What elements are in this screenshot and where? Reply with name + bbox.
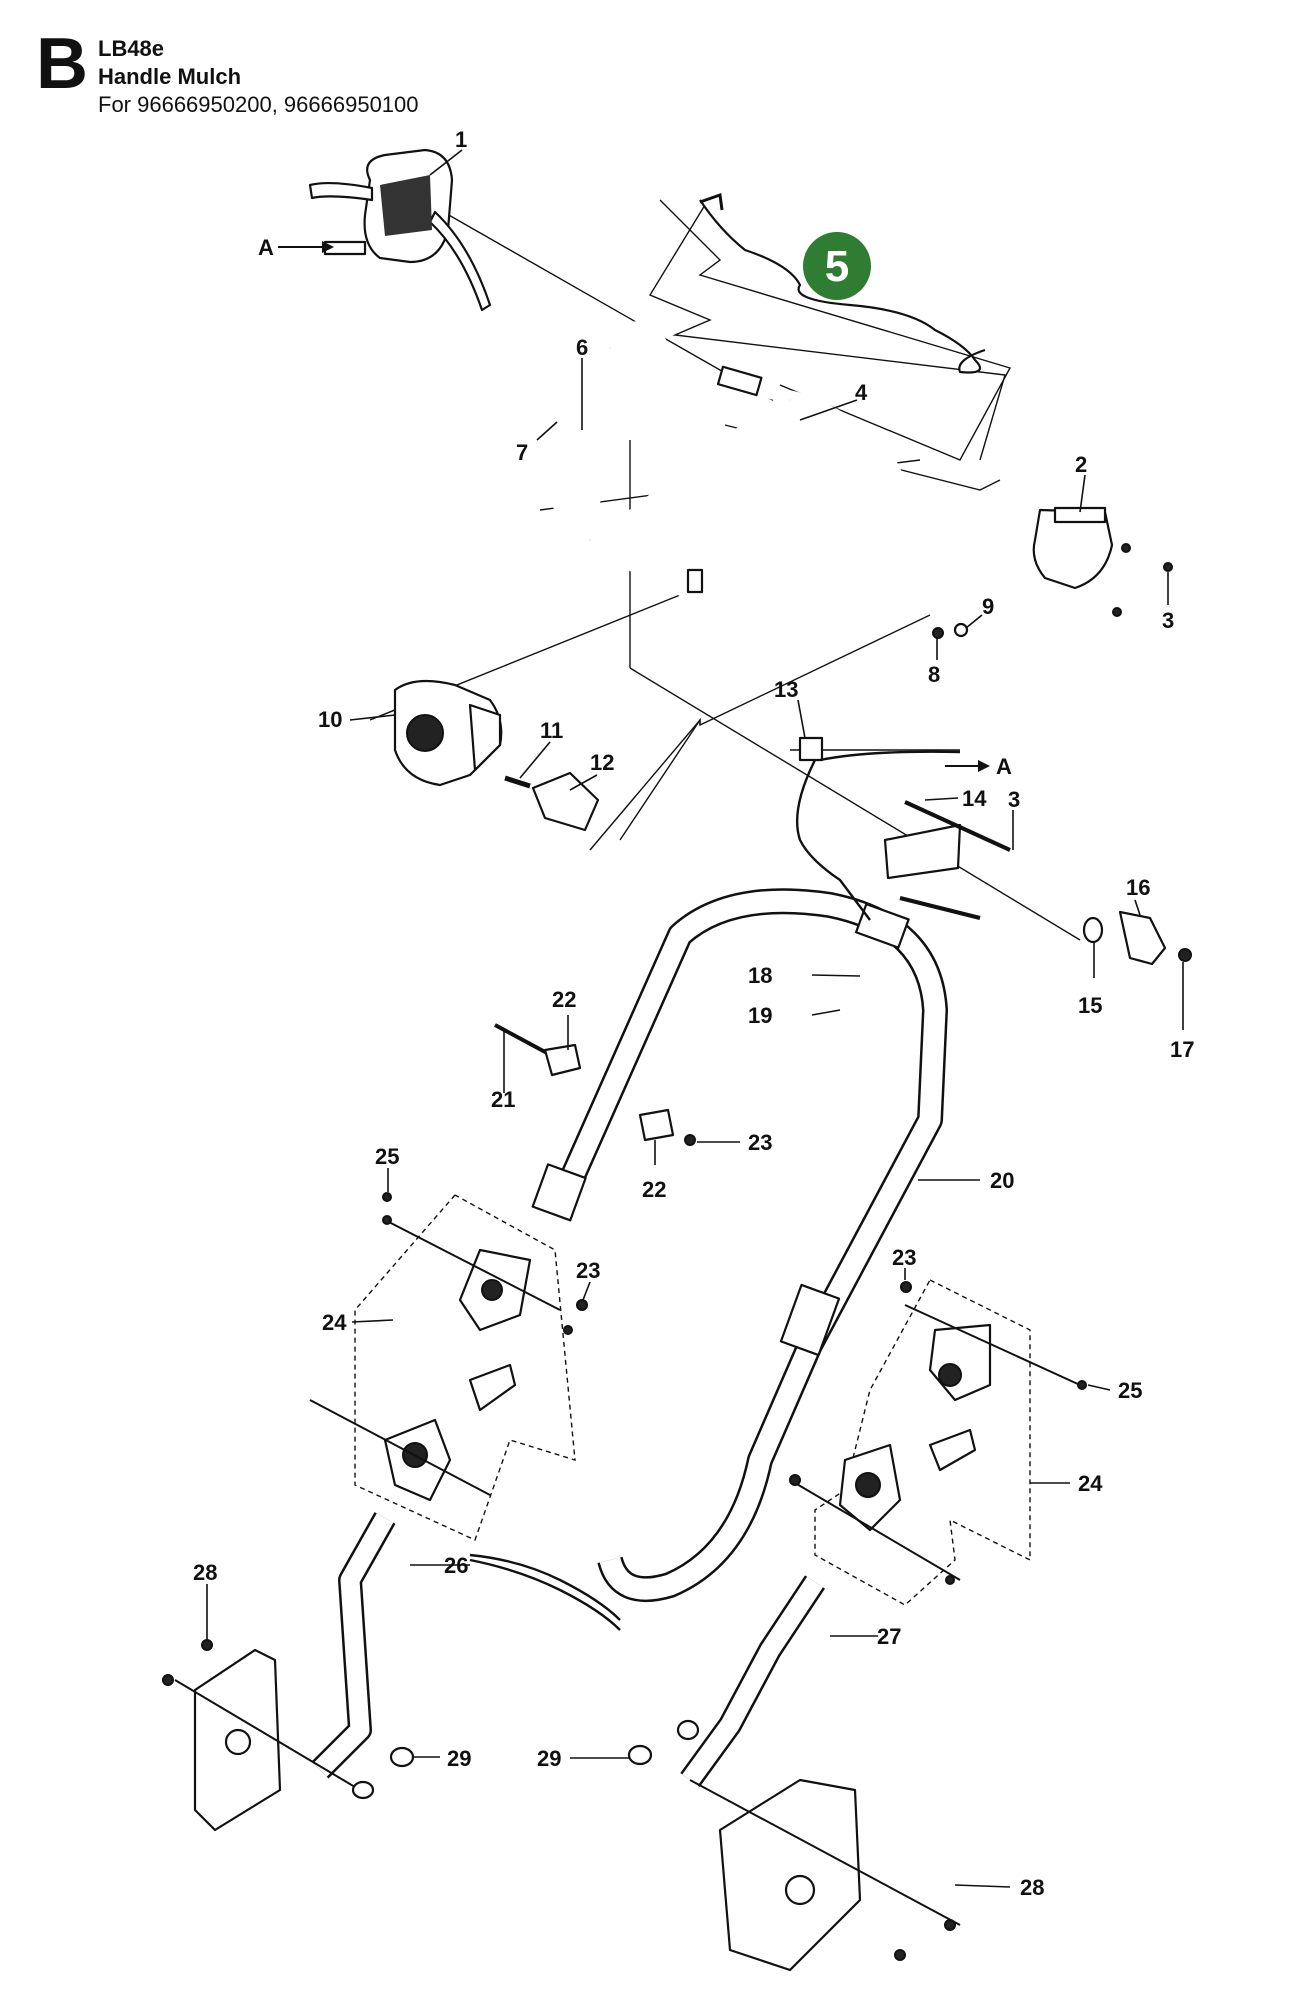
right-hinge-assembly [789, 1279, 1087, 1606]
diagram-title: Handle Mulch [98, 64, 242, 89]
left-hinge-assembly [309, 1192, 588, 1541]
wire-guide-frame [648, 204, 1006, 461]
callout-3-lower: 3 [1008, 787, 1020, 812]
callout-23-middle: 23 [748, 1130, 772, 1155]
callout-16: 16 [1126, 875, 1150, 900]
lower-handle-part [531, 888, 948, 1603]
callout-10: 10 [318, 707, 342, 732]
handle-clips-part [494, 1023, 696, 1146]
left-lower-bar-part [311, 1512, 396, 1779]
callout-8: 8 [928, 662, 940, 687]
callout-15: 15 [1078, 993, 1102, 1018]
callout-9: 9 [982, 594, 994, 619]
callout-29-right: 29 [537, 1746, 561, 1771]
washer-nut-part [932, 622, 969, 639]
section-letter: B [36, 24, 88, 104]
knob-part [1082, 910, 1192, 966]
callout-3-upper: 3 [1162, 608, 1174, 633]
callout-12: 12 [590, 750, 614, 775]
upper-handle-part [512, 321, 908, 626]
callout-28-left: 28 [193, 1560, 217, 1585]
cable-arrow-right-label: A [996, 754, 1012, 779]
callout-25-left: 25 [375, 1144, 399, 1169]
callout-27: 27 [877, 1624, 901, 1649]
callout-22-lower: 22 [642, 1177, 666, 1202]
callout-4: 4 [855, 380, 868, 405]
cable-clip-part [504, 771, 600, 832]
highlight-badge-label: 5 [825, 242, 849, 291]
callout-1: 1 [455, 127, 467, 152]
model-title: LB48e [98, 36, 165, 61]
right-mounting-bracket [627, 1719, 961, 1972]
callout-22-upper: 22 [552, 987, 576, 1012]
bracket-part [1032, 506, 1173, 617]
cable-arrow-right: A [945, 754, 1012, 779]
callout-14: 14 [962, 786, 987, 811]
cable-arrow-top-label: A [258, 235, 274, 260]
highlight-badge: 5 [803, 232, 871, 300]
callout-13: 13 [774, 677, 798, 702]
callout-18: 18 [748, 963, 772, 988]
callout-23-right: 23 [892, 1245, 916, 1270]
control-box-part [308, 148, 492, 312]
callout-24-left: 24 [322, 1310, 347, 1335]
handle-cover-part [393, 679, 503, 787]
callout-19: 19 [748, 1003, 772, 1028]
throttle-cable-part [469, 750, 961, 1631]
right-lower-bar-part [680, 1575, 826, 1788]
callout-29-left: 29 [447, 1746, 471, 1771]
callout-7: 7 [516, 440, 528, 465]
callout-leaders [206, 149, 1184, 1888]
callout-20: 20 [990, 1168, 1014, 1193]
callout-24-right: 24 [1078, 1471, 1103, 1496]
callout-labels: 1 2 3 3 4 6 7 8 9 10 11 12 13 14 15 16 1… [193, 127, 1194, 1900]
callout-23-left: 23 [576, 1258, 600, 1283]
callout-11: 11 [540, 718, 563, 743]
applies-to-text: For 96666950200, 96666950100 [98, 92, 419, 117]
callout-2: 2 [1075, 452, 1087, 477]
cable-clamp-part [798, 736, 1011, 920]
cable-arrow-top: A [258, 235, 334, 260]
callout-28-right: 28 [1020, 1875, 1044, 1900]
callout-25-right: 25 [1118, 1378, 1142, 1403]
callout-6: 6 [576, 335, 588, 360]
callout-26: 26 [444, 1553, 468, 1578]
left-mounting-bracket [162, 1639, 415, 1832]
callout-21: 21 [491, 1087, 515, 1112]
callout-17: 17 [1170, 1037, 1194, 1062]
